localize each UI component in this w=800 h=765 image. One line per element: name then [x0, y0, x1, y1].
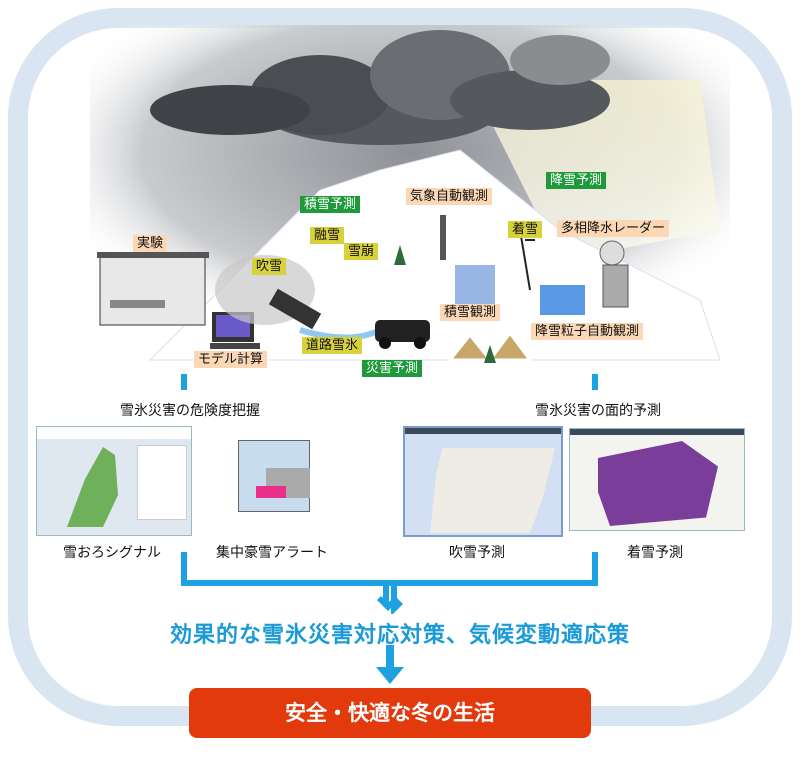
label-snowfall-forecast: 降雪予測: [546, 172, 607, 189]
caption-blowing-snow-forecast: 吹雪予測: [449, 545, 505, 561]
power-tower: [519, 229, 535, 291]
computer: [210, 312, 260, 349]
radar-station: [599, 240, 629, 308]
label-radar: 多相降水レーダー: [557, 220, 670, 237]
label-auto-weather-obs: 気象自動観測: [406, 188, 493, 205]
label-model-calc: モデル計算: [194, 351, 268, 368]
weather-mast: [440, 215, 446, 260]
bracket-bar: [181, 580, 598, 586]
connector-right-bottom: [592, 552, 598, 586]
label-snow-cover-forecast: 積雪予測: [300, 196, 361, 213]
connector-left-bottom: [181, 552, 187, 586]
down-arrow-icon: [376, 645, 404, 684]
blowing-snow-forecast-map: [403, 426, 563, 537]
label-disaster-forecast: 災害予測: [362, 360, 423, 377]
connector-right-top: [592, 374, 598, 390]
snow-pit: [455, 265, 495, 310]
goal-banner: 安全・快適な冬の生活: [189, 688, 591, 738]
label-avalanche: 雪崩: [344, 243, 379, 260]
experiment-building: [97, 252, 209, 326]
yukioro-signal-map: [36, 426, 192, 536]
left-group-title: 雪氷災害の危険度把握: [120, 403, 260, 419]
label-particle-obs: 降雪粒子自動観測: [531, 323, 644, 340]
snow-research-illustration: [90, 25, 730, 363]
measures-text: 効果的な雪氷災害対応対策、気候変動適応策: [169, 623, 630, 648]
label-blowing-snow: 吹雪: [252, 258, 287, 275]
caption-heavy-snow-alert: 集中豪雪アラート: [216, 545, 328, 561]
caption-yukioro-signal: 雪おろシグナル: [63, 545, 161, 561]
heavy-snow-alert-map: [226, 428, 318, 532]
snow-accretion-forecast-map: [569, 428, 745, 531]
label-snow-accretion: 着雪: [508, 221, 543, 238]
label-snowmelt: 融雪: [310, 227, 345, 244]
storm-clouds: [150, 30, 610, 145]
connector-left-top: [181, 374, 187, 390]
label-snow-cover-obs: 積雪観測: [440, 304, 501, 321]
right-group-title: 雪氷災害の面的予測: [535, 403, 661, 419]
houses: [446, 330, 533, 362]
car: [375, 320, 430, 349]
snowplow: [268, 288, 322, 330]
particle-observation-cage: [540, 285, 585, 315]
caption-snow-accretion-forecast: 着雪予測: [627, 545, 683, 561]
merge-arrow-icon: [377, 584, 403, 614]
label-road-ice: 道路雪氷: [302, 337, 363, 354]
label-experiment: 実験: [133, 235, 168, 252]
